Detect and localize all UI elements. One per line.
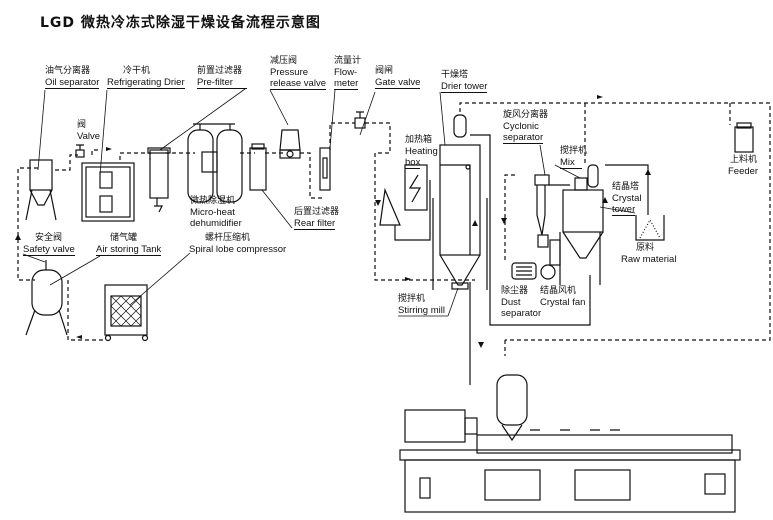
crystal-tower-label-2: tower — [612, 204, 636, 216]
gate-valve-icon — [354, 91, 376, 136]
heating-box-icon — [379, 164, 428, 226]
rear-filter-label-zh: 后置过滤器 — [294, 207, 340, 217]
stirring-mill-label: Stirring mill — [398, 305, 445, 316]
heating-box-label-2: box — [405, 157, 421, 169]
air-storing-tank-icon — [22, 253, 101, 336]
feeder-icon — [734, 122, 754, 153]
heating-box-label-1: Heating — [405, 146, 438, 157]
micro-heat-dehumidifier-label-zh: 微热除湿机 — [190, 196, 236, 206]
crystal-tower-label-zh: 结晶塔 — [612, 182, 640, 192]
rear-filter-label: Rear filter — [294, 218, 336, 230]
micro-heat-dehumidifier-icon — [187, 123, 243, 203]
safety-valve-label: Safety valve — [23, 244, 75, 256]
oil-separator-icon — [25, 89, 57, 221]
gate-valve-label: Gate valve — [375, 77, 421, 89]
pressure-release-valve-icon — [269, 89, 301, 159]
flow-meter-icon — [319, 89, 336, 191]
air-storing-tank-label-zh: 储气罐 — [110, 233, 138, 243]
raw-material-label: Raw material — [621, 254, 677, 265]
crystal-fan-label-zh: 结晶风机 — [540, 286, 577, 296]
dust-separator-label-2: separator — [501, 308, 542, 319]
drier-tower-label: Drier tower — [441, 81, 488, 93]
solid-pipes — [394, 134, 649, 385]
mix-label-zh: 搅拌机 — [560, 146, 588, 156]
feeder-label: Feeder — [728, 166, 759, 177]
cyclonic-separator-icon — [534, 144, 550, 248]
flow-meter-label-zh: 流量计 — [334, 56, 362, 66]
gate-valve-label-zh: 阀闸 — [375, 66, 394, 76]
valve-label: Valve — [77, 131, 101, 142]
cyclonic-separator-label-1: Cyclonic — [503, 121, 539, 132]
crystal-fan-label: Crystal fan — [540, 297, 586, 308]
pressure-release-valve-label-1: Pressure — [270, 67, 309, 78]
dust-separator-label-zh: 除尘器 — [501, 286, 529, 296]
dust-separator-label-1: Dust — [501, 297, 521, 308]
valve-label-zh: 阀 — [77, 120, 87, 130]
drier-tower-icon — [432, 91, 488, 290]
mix-label: Mix — [560, 157, 582, 169]
pipes — [17, 102, 771, 356]
air-storing-tank-label: Air storing Tank — [96, 244, 162, 256]
flow-meter-label-2: meter — [334, 78, 359, 90]
cyclonic-separator-label-zh: 旋风分离器 — [503, 110, 549, 120]
micro-heat-dehumidifier-label-1: Micro-heat — [190, 207, 235, 218]
oil-separator-label: Oil separator — [45, 77, 100, 89]
valve-icon — [75, 144, 85, 158]
oil-separator-label-zh: 油气分离器 — [45, 66, 91, 76]
spiral-lobe-compressor-label: Spiral lobe compressor — [189, 244, 287, 255]
raw-material-label-zh: 原料 — [636, 243, 655, 253]
extruder-icon — [399, 374, 741, 513]
safety-valve-label-zh: 安全阀 — [35, 233, 63, 243]
drier-tower-label-zh: 干燥塔 — [441, 70, 469, 80]
cyclonic-separator-label-2: separator — [503, 132, 544, 144]
refrigerating-drier-icon — [81, 89, 135, 222]
crystal-tower-label-1: Crystal — [612, 193, 642, 204]
flow-arrows — [15, 95, 651, 348]
spiral-lobe-compressor-label-zh: 螺杆压缩机 — [205, 233, 251, 243]
flow-meter-label-1: Flow- — [334, 67, 358, 78]
crystal-fan-icon — [540, 239, 561, 280]
dust-separator-icon — [511, 262, 537, 280]
pre-filter-label-zh: 前置过滤器 — [197, 66, 243, 76]
crystal-tower-icon — [554, 164, 636, 285]
pressure-release-valve-label-zh: 减压阀 — [270, 56, 298, 66]
spiral-lobe-compressor-icon — [104, 252, 191, 342]
refrigerating-drier-label: Refrigerating Drier — [107, 77, 185, 89]
feeder-label-zh: 上料机 — [730, 155, 758, 165]
raw-material-icon — [635, 215, 665, 241]
pressure-release-valve-label-2: release valve — [270, 78, 326, 90]
stirring-mill-label-zh: 搅拌机 — [398, 294, 426, 304]
micro-heat-dehumidifier-label-2: dehumidifier — [190, 218, 242, 229]
heating-box-label-zh: 加热箱 — [405, 135, 433, 145]
rear-filter-icon — [249, 143, 293, 229]
refrigerating-drier-label-zh: 冷干机 — [123, 66, 151, 76]
pre-filter-label: Pre-filter — [197, 77, 247, 89]
diagram-title: LGD 微热冷冻式除湿干燥设备流程示意图 — [40, 15, 321, 31]
pre-filter-icon — [147, 88, 246, 213]
